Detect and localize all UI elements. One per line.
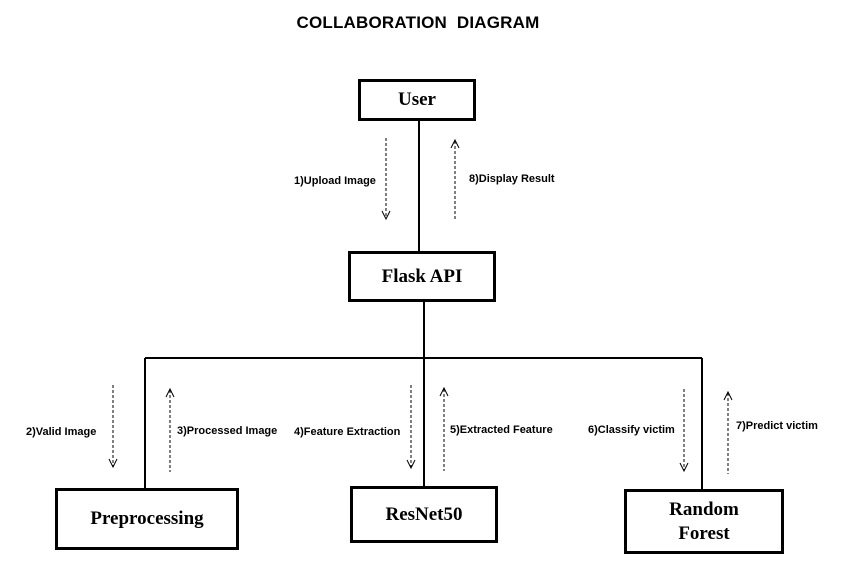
message-upload-image: 1)Upload Image (294, 175, 376, 187)
node-resnet50: ResNet50 (350, 486, 498, 543)
arrow-m7-up (723, 390, 733, 474)
message-extracted-feature: 5)Extracted Feature (450, 424, 553, 436)
message-processed-image: 3)Processed Image (177, 425, 278, 437)
message-valid-image: 2)Valid Image (26, 426, 97, 438)
arrow-m1-down (381, 138, 391, 221)
arrow-m4-down (406, 385, 416, 470)
diagram-title: COLLABORATION DIAGRAM (296, 13, 540, 32)
arrow-m2-down (108, 385, 118, 469)
node-user: User (358, 79, 476, 121)
message-feature-extraction: 4)Feature Extraction (294, 426, 401, 438)
arrow-m8-up (450, 138, 460, 221)
node-preprocessing: Preprocessing (55, 488, 239, 550)
message-display-result: 8)Display Result (469, 173, 555, 185)
node-flask-api: Flask API (348, 251, 496, 302)
node-random-forest: Random Forest (624, 489, 784, 554)
arrow-m6-down (679, 389, 689, 473)
message-classify-victim: 6)Classify victim (588, 424, 675, 436)
arrow-m5-up (439, 386, 449, 471)
arrow-m3-up (165, 387, 175, 472)
message-predict-victim: 7)Predict victim (736, 420, 818, 432)
